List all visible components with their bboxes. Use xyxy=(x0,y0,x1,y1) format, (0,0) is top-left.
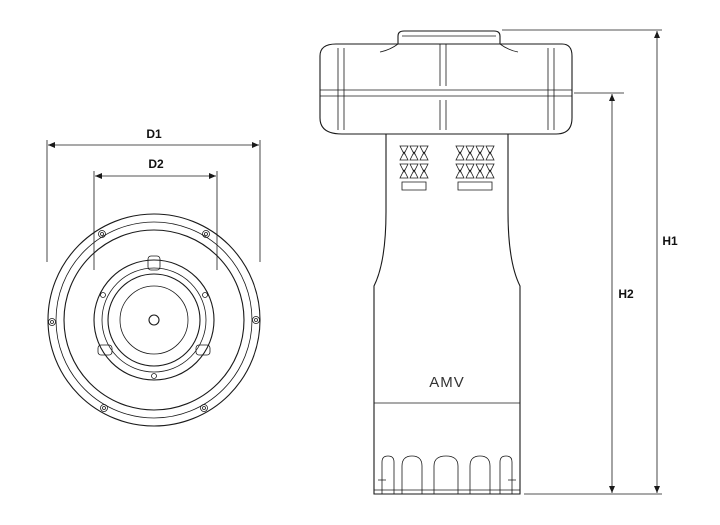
inner-core xyxy=(119,285,189,355)
inner-ring xyxy=(107,273,201,367)
flange-ring xyxy=(63,229,245,411)
center-hole xyxy=(148,314,160,326)
top-view: D1 D2 xyxy=(46,127,261,427)
h1-label: H1 xyxy=(662,234,678,248)
outer-ring-inner xyxy=(55,221,253,419)
d1-label: D1 xyxy=(146,127,162,141)
cap-top xyxy=(397,30,501,44)
head-housing xyxy=(319,43,573,135)
vent-pattern-left xyxy=(399,145,429,191)
h2-label: H2 xyxy=(618,287,634,301)
flange-bolts xyxy=(48,230,260,412)
inner-housing-rim xyxy=(101,267,207,373)
inner-clips xyxy=(97,255,211,356)
dimension-d1: D1 xyxy=(46,127,261,262)
foot-housing xyxy=(373,403,521,495)
outer-ring xyxy=(47,213,261,427)
dimension-h2: H2 xyxy=(574,92,634,493)
brand-logo: AMV xyxy=(429,374,465,391)
dimension-h1: H1 xyxy=(502,29,678,495)
body-right-edge xyxy=(507,211,521,403)
foot-slots xyxy=(378,455,516,494)
body-left-edge xyxy=(373,211,387,403)
inner-bolts xyxy=(100,292,208,379)
side-view: AMV H1 H2 xyxy=(319,29,678,495)
d2-label: D2 xyxy=(148,157,164,171)
inner-housing xyxy=(93,259,215,381)
vent-pattern-right xyxy=(455,145,495,191)
dimension-d2: D2 xyxy=(93,157,218,270)
